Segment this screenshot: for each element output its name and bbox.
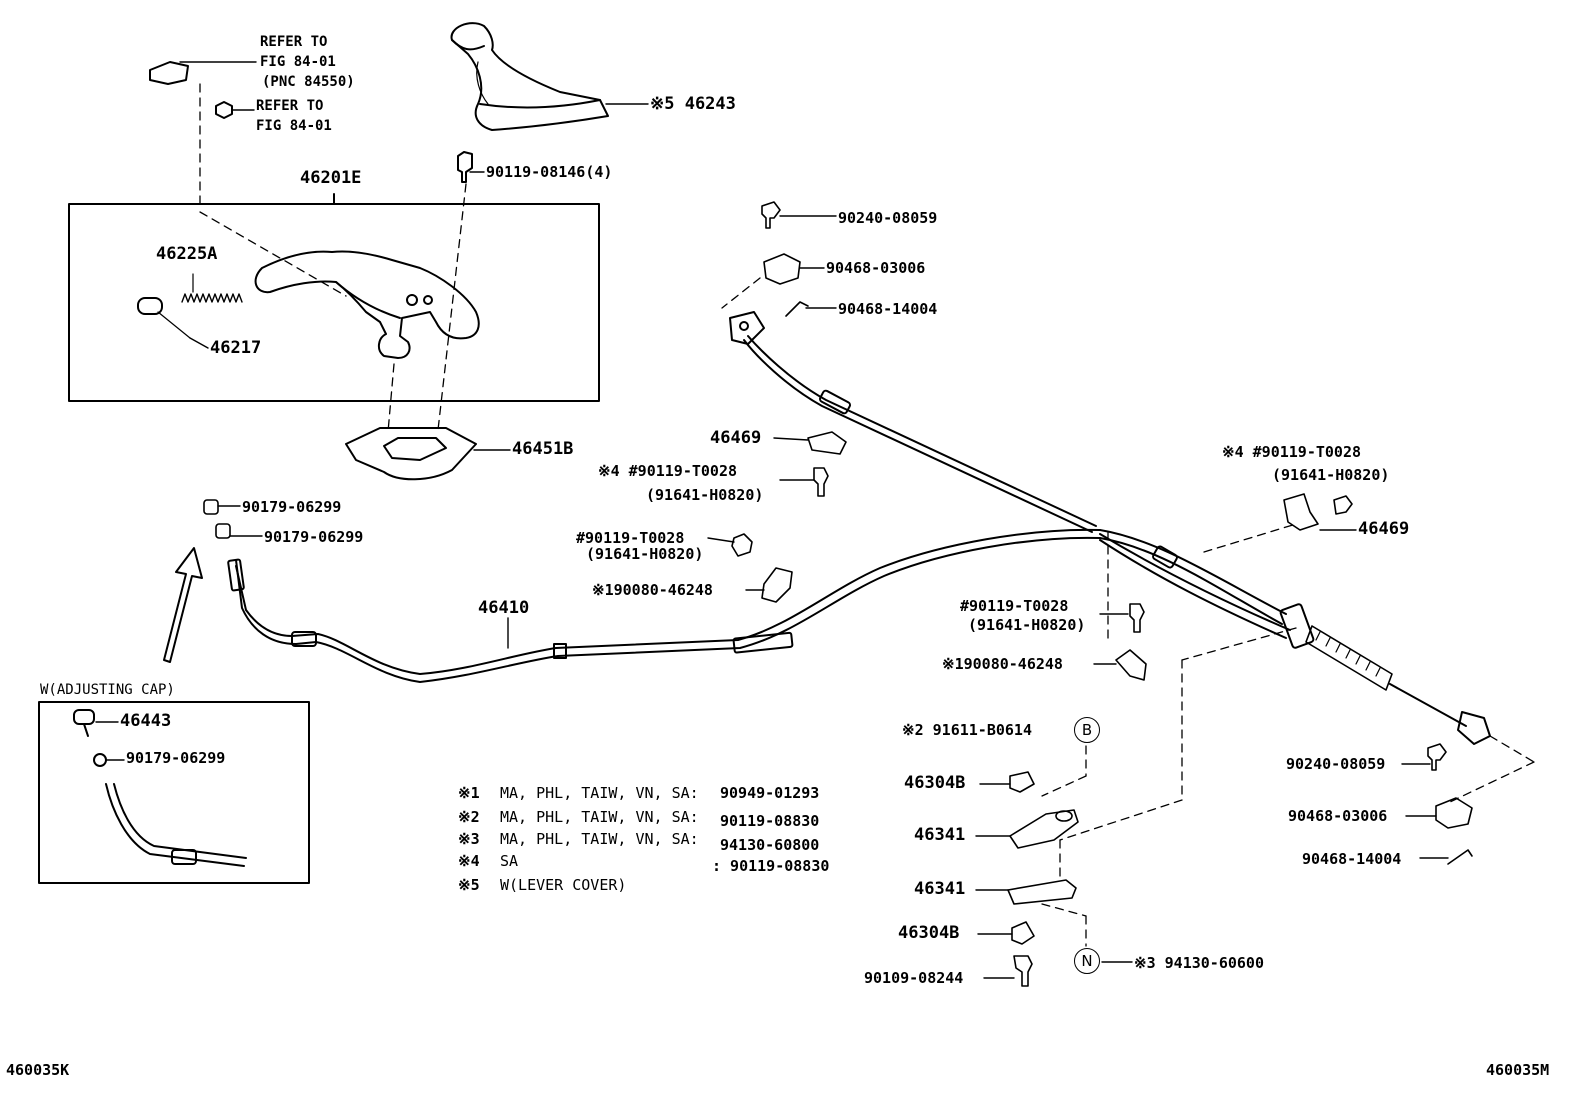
note-1-mark: ※1: [458, 784, 480, 802]
tag-n: N: [1074, 948, 1100, 974]
label-equalizer-2: 46341: [914, 879, 966, 899]
note-5-mark: ※5: [458, 876, 480, 894]
note-3-mark: ※3: [458, 830, 480, 848]
label-clamp-right-b: ※190080-46248: [942, 655, 1063, 673]
label-clip-upper-3: 90468-14004: [838, 300, 938, 318]
parking-lever-drawing: [254, 250, 480, 359]
note-4-desc: SA: [500, 852, 519, 870]
label-bolt-b: ※2 91611-B0614: [902, 721, 1032, 739]
label-clip-right-1: 90240-08059: [1286, 755, 1386, 773]
label-nut-46304b-1: 46304B: [904, 773, 966, 793]
adjusting-cap-box: [38, 701, 310, 884]
label-equalizer-1: 46341: [914, 825, 966, 845]
figure-code-left: 460035K: [6, 1061, 70, 1079]
arrow-drawing: [163, 547, 203, 663]
label-bolt-mid-b: #90119-T0028: [576, 529, 685, 547]
label-bolt-mid-a: ※4 #90119-T0028: [598, 462, 737, 480]
bolt-refer-drawing: [215, 101, 233, 119]
figure-code-right: 460035M: [1486, 1061, 1550, 1079]
label-clip-upper-2: 90468-03006: [826, 259, 926, 277]
clip-refer-drawing: [149, 61, 189, 85]
label-lever-cover: ※5 46243: [650, 94, 736, 114]
label-stud: 90109-08244: [864, 969, 964, 987]
small-parts-drawing: [203, 201, 1473, 987]
label-clip-upper: 90240-08059: [838, 209, 938, 227]
note-2-mark: ※2: [458, 808, 480, 826]
label-nut-2: 90179-06299: [264, 528, 364, 546]
note-1-desc: MA, PHL, TAIW, VN, SA:: [500, 784, 699, 802]
label-nut-1: 90179-06299: [242, 498, 342, 516]
refer-bolt-line-2: FIG 84-01: [256, 118, 332, 134]
note-2-part: 90119-08830: [720, 812, 820, 830]
front-cable-drawing: [227, 528, 1101, 683]
label-clamp-mid-b: ※190080-46248: [592, 581, 713, 599]
rear-cable-left-drawing: [729, 311, 1097, 533]
label-bracket: 46451B: [512, 439, 574, 459]
label-bolt-right-a-sub: (91641-H0820): [1272, 466, 1390, 484]
note-1-part: 90949-01293: [720, 784, 820, 802]
tag-b: B: [1074, 717, 1100, 743]
label-bolt-top: 90119-08146(4): [486, 163, 613, 181]
note-5-desc: W(LEVER COVER): [500, 876, 627, 894]
spring-drawing: [181, 293, 243, 303]
note-2-desc: MA, PHL, TAIW, VN, SA:: [500, 808, 699, 826]
label-lever-assy: 46201E: [300, 168, 362, 188]
label-nut-46304b-2: 46304B: [898, 923, 960, 943]
label-bolt-right-a: ※4 #90119-T0028: [1222, 443, 1361, 461]
bolt-top-drawing: [457, 151, 473, 183]
label-spring: 46225A: [156, 244, 218, 264]
label-front-cable: 46410: [478, 598, 530, 618]
label-bolt-mid-a-sub: (91641-H0820): [646, 486, 764, 504]
label-clip-right-2: 90468-03006: [1288, 807, 1388, 825]
refer-bolt-line-1: REFER TO: [256, 98, 324, 114]
label-clamp-right: 46469: [1358, 519, 1410, 539]
label-grip: 46217: [210, 338, 262, 358]
label-clip-right-3: 90468-14004: [1302, 850, 1402, 868]
label-adjusting-cap-title: W(ADJUSTING CAP): [40, 682, 175, 698]
label-nut-n: ※3 94130-60600: [1134, 954, 1264, 972]
label-bolt-mid-b-sub: (91641-H0820): [586, 545, 704, 563]
bracket-drawing: [345, 427, 477, 481]
adjusting-cap-drawing: [73, 709, 247, 867]
lever-assembly-box: [68, 203, 600, 402]
label-bolt-right-b: #90119-T0028: [960, 597, 1069, 615]
note-4-part: : 90119-08830: [712, 857, 830, 875]
note-3-desc: MA, PHL, TAIW, VN, SA:: [500, 830, 699, 848]
label-adjusting-cap-part: 46443: [120, 711, 172, 731]
label-clamp-mid: 46469: [710, 428, 762, 448]
refer-top-line-3: (PNC 84550): [262, 74, 355, 90]
refer-top-line-2: FIG 84-01: [260, 54, 336, 70]
refer-top-line-1: REFER TO: [260, 34, 328, 50]
note-4-mark: ※4: [458, 852, 480, 870]
label-adjusting-cap-nut: 90179-06299: [126, 749, 226, 767]
lever-cover-drawing: [450, 22, 609, 131]
label-bolt-right-b-sub: (91641-H0820): [968, 616, 1086, 634]
rear-cable-right-drawing: [1099, 529, 1491, 745]
note-3-part: 94130-60800: [720, 836, 820, 854]
grip-drawing: [137, 297, 191, 339]
